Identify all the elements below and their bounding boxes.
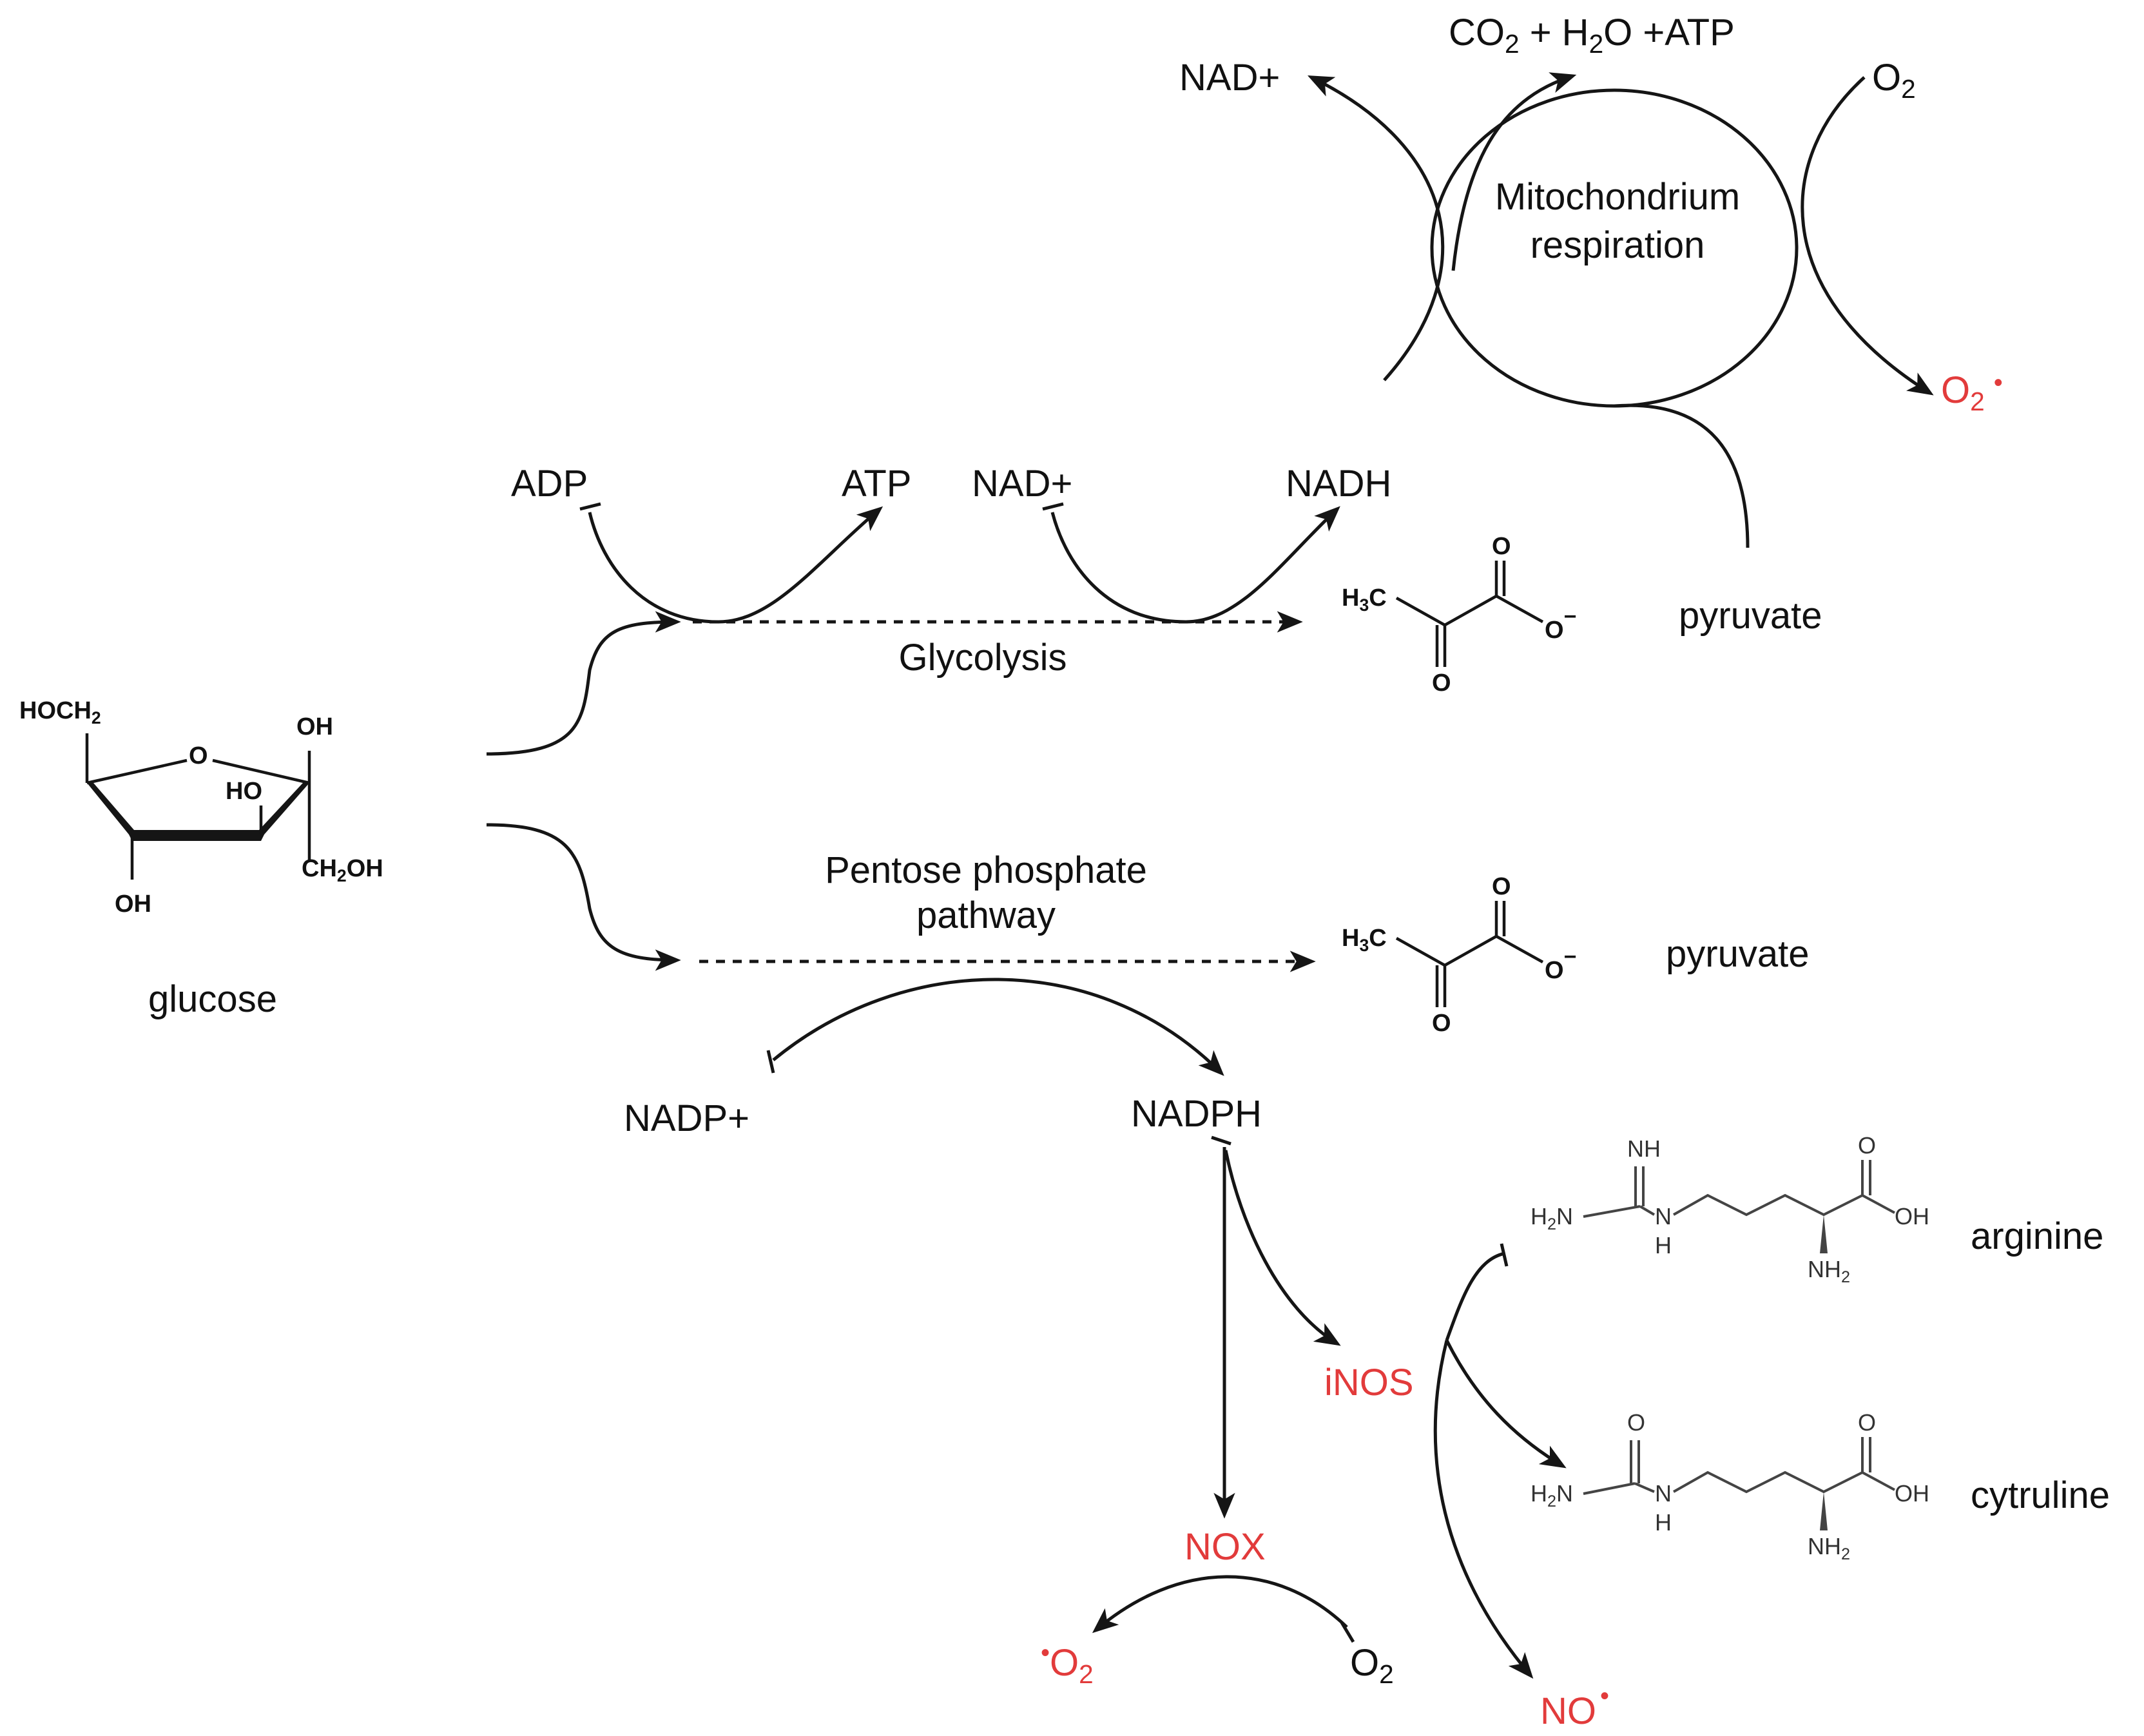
arrow-nadp-to-nadph: [772, 978, 1224, 1076]
pyruvate2-o-top: O: [1492, 873, 1511, 900]
cyt-o-right: O: [1858, 1409, 1876, 1436]
pyruvate-bonds: [1395, 594, 1544, 627]
arrow-nadph-to-inos: [1224, 1150, 1341, 1346]
label-superoxide-bottom: •O2: [1041, 1639, 1094, 1689]
glucose-ring-o: O: [189, 742, 208, 769]
arg-wedge: [1820, 1215, 1828, 1253]
o2-bottom-tick: [1340, 1621, 1355, 1643]
glucose-ring-1: [86, 758, 188, 785]
mitochondrion-label-line2: respiration: [1531, 224, 1705, 266]
label-adp: ADP: [511, 463, 588, 505]
label-no-radical: NO•: [1540, 1682, 1609, 1732]
glucose-structure: HOCH2 O OH HO CH2OH OH: [19, 697, 383, 918]
cyt-bond-oh: [1862, 1471, 1895, 1491]
line-pyruvate-to-mitochondrion: [1614, 403, 1750, 548]
label-nadp-plus: NADP+: [624, 1097, 749, 1139]
arrow-o2-to-superoxide: [1801, 76, 1934, 396]
cyt-bond-h2n: [1583, 1482, 1636, 1495]
label-pentose-line2: pathway: [916, 894, 1056, 936]
glucose-ring-2: [212, 758, 310, 785]
label-pyruvate-2: pyruvate: [1666, 933, 1809, 975]
glucose-oh-bottom: OH: [115, 891, 151, 918]
glycolysis-group: Glycolysis ADP ATP NAD+ NADH pyruvate: [486, 463, 1822, 756]
nadph-branch-group: NOX iNOS •O2 O2: [1041, 1135, 1414, 1689]
pyruvate-structure-1: H3C O O− O: [1342, 533, 1576, 697]
label-pyruvate-1: pyruvate: [1679, 595, 1822, 637]
label-pentose-line1: Pentose phosphate: [825, 849, 1147, 891]
arg-bond-oh: [1862, 1194, 1895, 1214]
arg-h: H: [1655, 1232, 1672, 1259]
arg-oh: OH: [1895, 1203, 1929, 1230]
arg-nh2: NH2: [1808, 1256, 1850, 1286]
label-nadph: NADPH: [1131, 1093, 1262, 1135]
label-glycolysis: Glycolysis: [898, 637, 1067, 679]
arrow-adp-to-atp: [588, 506, 884, 624]
nad-tick: [1042, 502, 1064, 511]
cytruline-structure: O H2N N H O OH NH2: [1531, 1409, 1929, 1563]
adp-tick: [579, 502, 601, 511]
arrow-to-no: [1433, 1340, 1534, 1679]
label-atp: ATP: [842, 463, 912, 505]
arg-n: N: [1655, 1203, 1672, 1230]
label-glucose: glucose: [148, 978, 277, 1020]
arrow-to-cytruline: [1445, 1339, 1567, 1469]
pyruvate2-bonds: [1395, 934, 1544, 967]
label-inos: iNOS: [1324, 1362, 1414, 1403]
arrow-glucose-to-pentose: [486, 823, 681, 971]
glucose-ho-inner: HO: [226, 778, 262, 805]
arginine-structure: NH H2N N H O OH NH2: [1531, 1132, 1929, 1286]
arrow-glucose-to-glycolysis: [486, 611, 681, 756]
arrow-nad-to-nadh: [1050, 506, 1340, 624]
arrow-to-co2-h2o-atp: [1451, 72, 1577, 271]
cyt-wedge: [1820, 1492, 1828, 1530]
line-arginine-to-branch: [1445, 1251, 1505, 1341]
cyt-h: H: [1655, 1509, 1672, 1536]
glucose-oh-right: OH: [296, 713, 333, 740]
pyruvate-o-minus: O−: [1545, 604, 1576, 644]
label-o2-top: O2: [1872, 57, 1916, 104]
cyt-n: N: [1655, 1480, 1672, 1507]
pyruvate-o-top: O: [1492, 533, 1511, 560]
cyt-o-left: O: [1627, 1409, 1645, 1436]
label-arginine: arginine: [1971, 1215, 2103, 1257]
pyruvate2-o-bottom: O: [1432, 1010, 1451, 1037]
label-nadh: NADH: [1286, 463, 1391, 505]
label-o2-bottom: O2: [1350, 1642, 1394, 1689]
glucose-hoch2: HOCH2: [19, 697, 101, 728]
nadph-tick: [1211, 1135, 1231, 1146]
glucose-ch2oh: CH2OH: [302, 855, 383, 885]
arg-o: O: [1858, 1132, 1876, 1159]
label-superoxide-top: O2•: [1941, 369, 2003, 416]
nadp-tick: [766, 1050, 775, 1074]
arrow-o2-to-superoxide-bottom: [1092, 1575, 1348, 1634]
pyruvate-structure-2: H3C O O− O: [1342, 873, 1576, 1037]
mitochondrion-label-line1: Mitochondrium: [1495, 176, 1740, 218]
glucose-ring-front: [87, 783, 309, 841]
cyt-oh: OH: [1895, 1480, 1929, 1507]
label-co2-h2o-atp: CO2 + H2O +ATP: [1449, 12, 1735, 59]
label-nad-plus-top: NAD+: [1179, 57, 1280, 99]
pentose-phosphate-group: Pentose phosphate pathway NADP+ NADPH py…: [486, 823, 1809, 1139]
arg-bond-n: [1639, 1205, 1656, 1216]
pyruvate-h3c: H3C: [1342, 584, 1387, 615]
arg-nh: NH: [1627, 1135, 1661, 1162]
pyruvate-o-bottom: O: [1432, 670, 1451, 697]
arg-h2n: H2N: [1531, 1203, 1573, 1233]
label-nox: NOX: [1184, 1526, 1266, 1568]
cyt-h2n: H2N: [1531, 1480, 1573, 1510]
mitochondrion-group: Mitochondrium respiration NAD+ CO2 + H2O…: [1179, 12, 2003, 548]
arrow-to-nad-plus-top: [1308, 75, 1445, 381]
label-cytruline: cytruline: [1971, 1474, 2110, 1516]
arg-chain: [1673, 1193, 1863, 1217]
nos-reaction-group: NO•: [1433, 1243, 1609, 1732]
cyt-nh2: NH2: [1808, 1533, 1850, 1563]
arg-bond-h2n: [1583, 1205, 1641, 1218]
pyruvate2-o-minus: O−: [1545, 945, 1576, 984]
pyruvate2-h3c: H3C: [1342, 925, 1387, 955]
label-nad-plus: NAD+: [972, 463, 1072, 505]
arginine-tick: [1500, 1243, 1509, 1267]
cyt-chain: [1673, 1471, 1863, 1494]
cyt-bond-n: [1634, 1482, 1655, 1493]
